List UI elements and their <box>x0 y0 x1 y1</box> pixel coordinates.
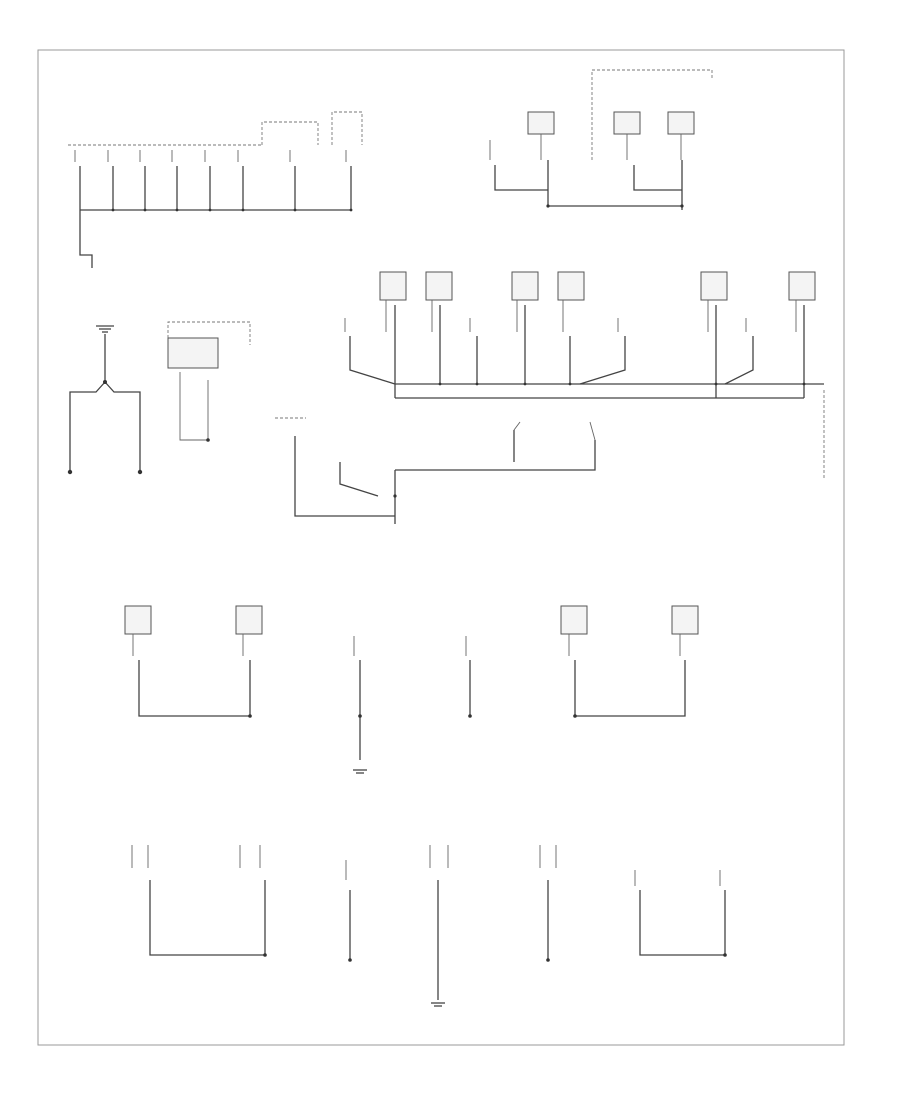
ground-point-icon <box>353 769 367 774</box>
top-right-module-connector <box>489 69 713 210</box>
ground-point-icon <box>431 1002 445 1007</box>
middle-ground-bus <box>344 271 825 478</box>
chassis-ground-icon <box>96 325 114 333</box>
lower-ground-group-2 <box>131 845 727 1007</box>
center-ground-junction <box>275 417 596 524</box>
lower-ground-group-1 <box>124 605 699 774</box>
diagram-frame <box>37 49 845 1046</box>
top-left-module-connector <box>68 111 363 268</box>
left-ground-devices <box>67 321 251 475</box>
